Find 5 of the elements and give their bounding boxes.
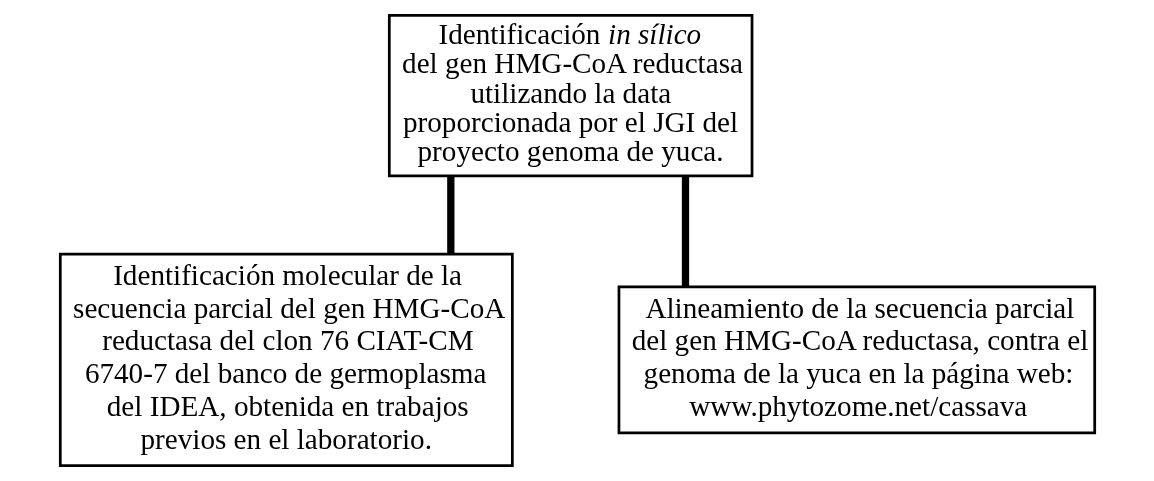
connector: [446, 176, 454, 254]
node-box: Identificación in sílico del gen HMG-CoA reductasa utilizando la data proporcionada por el JGI del proyecto genoma de yuca.: [387, 14, 753, 178]
node-box: Identificación molecular de la secuencia parcial del gen HMG-CoA reductasa del clon 76 CIAT-CM 6740-7 del banco de germoplasma del IDEA, obtenida en trabajos previos en el laboratorio.: [58, 252, 514, 467]
node-box: Alineamiento de la secuencia parcial del gen HMG-CoA reductasa, contra el genoma de la yuca en la página web: www.phytozome.net/cassava: [617, 285, 1096, 435]
connector: [681, 176, 689, 287]
